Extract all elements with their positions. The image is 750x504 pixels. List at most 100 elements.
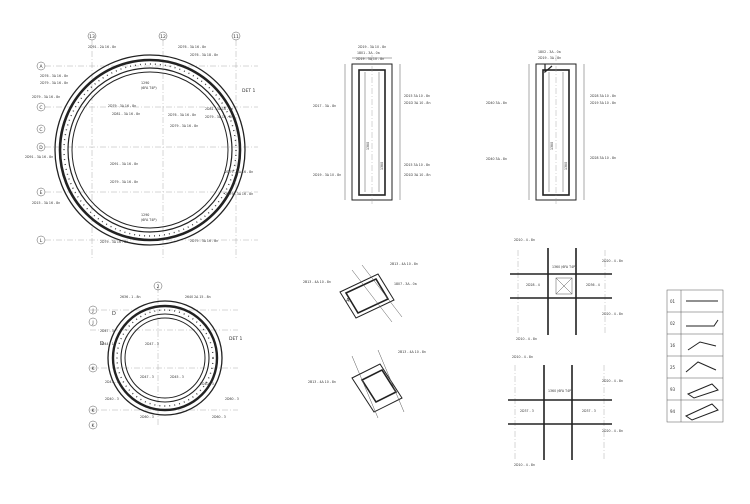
rebar-label: 2D79 - 3Δ 16 - 8n	[225, 170, 253, 174]
rebar-label: 2D20 - 4 - 8n	[602, 429, 623, 433]
wall-section-a: 2D19 - 3Δ 10 - 8n 1801 - 3Δ - 0a 2D19 - …	[313, 45, 430, 205]
rebar-label: 2D76 - 3Δ 16 - 8n	[168, 113, 196, 117]
grid-bubble-left-4: D	[39, 145, 43, 151]
rebar-label: 1801 - 3Δ - 0a	[357, 51, 380, 55]
rebar-label: 2D91 - 2Δ 16 - 8n	[88, 45, 116, 49]
rebar-label: 2D10 - 4 - 8n	[514, 238, 535, 242]
ring-outer-rebar	[58, 58, 242, 242]
wall-section-b: 1802 - 3Δ - 0a 2D19 - 3Δ - 8n 2D40 3Δ - …	[486, 50, 616, 205]
rebar-label: 2D15 3Δ 10 - 8n	[404, 163, 430, 167]
dim-label: 1380	[564, 162, 568, 170]
grid-bubble-11: 11	[233, 34, 239, 40]
rebar-label: 2D79 - 3Δ 16 - 8n	[110, 180, 138, 184]
rebar-label: 2D19 - 3Δ 10 - 8n	[313, 173, 341, 177]
bar-shape-table: 01 02 16 25 93 94	[666, 289, 724, 423]
rebar-label: 2D47 - 3	[105, 380, 119, 384]
rebar-label: 2D81 - 3Δ 16 - 8n	[112, 112, 140, 116]
bar-shape	[686, 383, 719, 399]
joint-detail-2-labels: 2D10 - 4 - 8n 2D20 - 4 - 8n 2D37 - 3 2D3…	[512, 355, 623, 467]
rebar-label: 2B13 - 4Δ 10 - 8n	[308, 380, 336, 384]
rebar-label: 1802 - 3Δ - 0a	[538, 50, 561, 54]
rebar-label: 2B13 - 4Δ 10 - 8n	[303, 280, 331, 284]
rebar-label: 2D76 - 3Δ 18 - 8n	[190, 53, 218, 57]
rebar-label: 2D15 3Δ 10 - 8n	[404, 94, 430, 98]
rebar-label: 2D37 - 3	[520, 409, 534, 413]
callout-3: 1290	[141, 213, 149, 217]
grid-bubble-left-1: A	[39, 64, 43, 70]
rebar-label: 2D47 - 3	[140, 375, 154, 379]
rebar-label: 2636 - 1 - 8n	[120, 295, 141, 299]
ring-plan-large-det: DET 1	[242, 88, 255, 94]
ring-plan-large-labels: 2D91 - 2Δ 16 - 8n 2D76 - 3Δ 16 - 8n 2D76…	[25, 45, 253, 244]
rebar-label: 2D79 - 3Δ 16 - 8n	[32, 95, 60, 99]
rebar-label: 2D15 - 3Δ 16 - 8n	[32, 201, 60, 205]
rebar-label: 2D79 - 3Δ 16 - 8n	[100, 240, 128, 244]
small-ring-inner-rebar	[120, 313, 210, 403]
grid-bubble-k1: K	[92, 366, 96, 372]
callout-1: 1290	[141, 81, 149, 85]
section-mark-d1: D	[112, 311, 116, 317]
rebar-label: 2D20 - 4 - 8n	[602, 259, 623, 263]
bar-mark: 01	[670, 299, 676, 304]
joint-detail-1-labels: 2D10 - 4 - 8n 2D20 - 4 - 8n 2D28 - 4 2D3…	[514, 238, 623, 341]
grid-bubble-left-2: C	[39, 105, 42, 111]
small-ring-outer-rebar	[111, 304, 219, 412]
ring-outer-face	[54, 54, 246, 246]
bar-mark: 16	[670, 343, 676, 348]
callout-label: 1360 (6FA T4P)	[552, 265, 576, 269]
rebar-label: 2D79 - 3Δ 16 - 8n	[108, 104, 136, 108]
ring-inner-face	[71, 71, 229, 229]
rebar-label: 2D28 - 4	[526, 283, 540, 287]
rebar-label: 2D19 - 3Δ 10 - 8n	[358, 45, 386, 49]
rebar-label: 2D10 - 4 - 8n	[514, 463, 535, 467]
ring-inner-rebar	[67, 67, 233, 233]
rebar-label: 2D28 3Δ 10 - 8n	[590, 94, 616, 98]
corner-detail-2: 2B13 - 4Δ 10 - 8n 2B13 - 4Δ 10 - 8n	[308, 349, 426, 419]
grid-bubble-left-5: E	[40, 190, 43, 196]
corner-detail-1-labels: 2B13 - 4Δ 10 - 8n 2B13 - 4Δ 10 - 8n 1807…	[303, 262, 418, 286]
rebar-label: 2D20 - 4 - 8n	[602, 379, 623, 383]
rebar-label: 2D10 - 4 - 8n	[516, 337, 537, 341]
rebar-label: 2D17 - 3Δ - 8n	[313, 104, 336, 108]
rebar-label: 2D28 3Δ 10 - 8n	[590, 156, 616, 160]
rebar-label: 2D44 - 1	[100, 342, 114, 346]
grid-bubble-12: 12	[160, 34, 166, 40]
grid-bubbles-top: 13 12 11	[87, 31, 241, 41]
corner-detail-1: A 2B13 - 4Δ 10 - 8n 2B13 - 4Δ 10 - 8n 18…	[303, 262, 418, 323]
grid-bubble-2: 2	[157, 284, 160, 290]
rebar-label: 2D81 - 3Δ 16 - 8n	[205, 107, 233, 111]
section-mark-d2: D	[100, 341, 104, 347]
rebar-label: 2D10 - 4 - 8n	[512, 355, 533, 359]
grid-bubble-left-6: L	[40, 238, 43, 244]
rebar-label: 2D40 3Δ - 8n	[486, 101, 507, 105]
rebar-label: 2B13 - 4Δ 10 - 8n	[398, 350, 426, 354]
bar-mark: 93	[670, 387, 676, 392]
rebar-label: 2B13 - 4Δ 10 - 8n	[390, 262, 418, 266]
ring-plan-small-det: DET 1	[229, 336, 242, 342]
rebar-label: 2D79 - 3Δ 16 - 8n	[190, 239, 218, 243]
small-ring-outer-face	[107, 300, 223, 416]
small-ring-inner-face	[124, 317, 206, 399]
rebar-label: 2D76 - 3Δ 16 - 8n	[178, 45, 206, 49]
callout-4: (6FA T4P)	[141, 218, 157, 222]
grid-bubble-left-3: C	[39, 127, 42, 133]
bar-mark: 94	[670, 409, 676, 414]
rebar-label: 2D36 - 4	[586, 283, 600, 287]
rebar-label: 2D79 - 3Δ 16 - 8n	[40, 81, 68, 85]
rebar-label: 2D45 - 3	[170, 375, 184, 379]
rebar-label: 2D79 - 3Δ 16 - 8n	[170, 124, 198, 128]
bar-shape	[684, 403, 719, 421]
bar-mark: 02	[670, 321, 676, 326]
rebar-label: 2D19 - 3Δ - 8n	[538, 56, 561, 60]
ring-plan-small-labels: 2636 - 1 - 8n 2640 2Δ 15 - 8n 2D47 - 3 2…	[100, 295, 239, 419]
rebar-label: 2D1D 3Δ 10 - 8n	[404, 173, 430, 177]
ring-plan-small: 2 J J K K K DET 1 D D 2636 - 1 - 8n 2640…	[88, 281, 242, 430]
bar-shape	[686, 319, 719, 327]
dim-label: 1380	[550, 142, 554, 150]
rebar-label: 2D91 - 3Δ 16 - 8n	[110, 162, 138, 166]
rebar-label: 2D91 - 3Δ 16 - 8n	[25, 155, 53, 159]
rebar-label: 2D1D 3Δ 10 - 8n	[404, 101, 430, 105]
callout-2: (6FA T4P)	[141, 86, 157, 90]
